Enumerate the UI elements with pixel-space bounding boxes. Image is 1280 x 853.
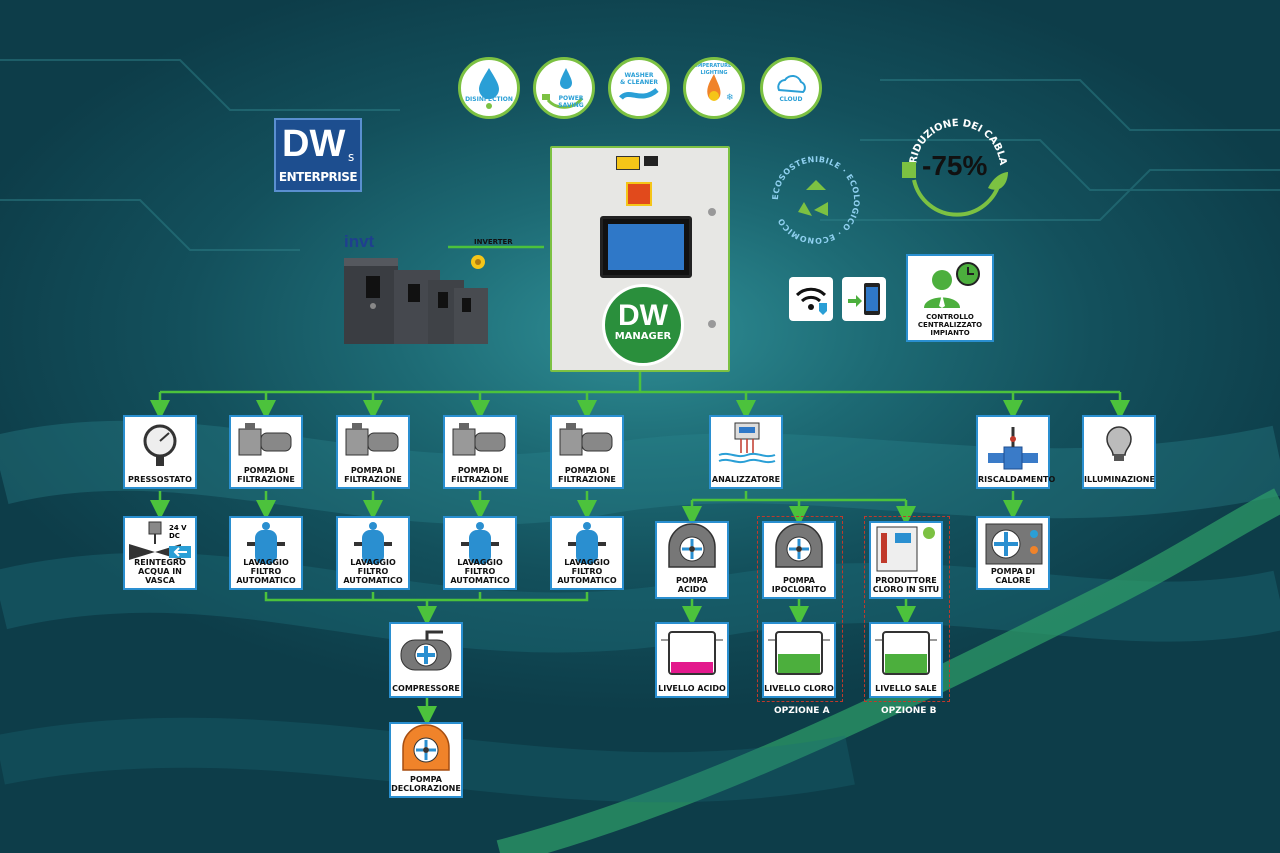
pressostato-card[interactable]: PRESSOSTATO [123,415,197,489]
main-switch[interactable] [626,182,652,206]
sand-filter-icon [247,522,285,564]
inverter-drives [344,258,488,344]
eco-seal: ECOSOSTENIBILE · ECOLOGICO · ECONOMICO [771,155,861,245]
peristaltic-pump-icon [668,523,716,568]
compressore-card[interactable]: COMPRESSORE [389,622,463,698]
sunflower-icon [471,255,485,269]
livello-sale-card[interactable]: LIVELLO SALE [869,622,943,698]
riscaldamento-card[interactable]: RISCALDAMENTO [976,415,1055,489]
arrow-right-icon [848,295,862,307]
peristaltic-pump-icon [775,523,823,568]
indicator-light [644,156,658,166]
sand-filter-icon [568,522,606,564]
analyzer-icon [718,422,776,464]
compressor-icon [400,630,452,671]
wifi-icon [795,287,827,315]
bulb-icon [709,91,719,101]
operator-clock-icon [924,262,980,308]
livello-cloro-card[interactable]: LIVELLO CLORO [762,622,836,698]
option-b-label: OPZIONE B [881,706,937,716]
arrow-left-icon [173,547,187,557]
chlorine-generator-icon [876,526,935,572]
plug-icon [542,94,550,100]
pressure-gauge-icon [143,424,177,466]
badge-label: DISINFECTION [465,96,513,103]
phone-tile [842,277,886,321]
water-drop-icon [479,68,499,99]
dws-enterprise-logo: DW s ENTERPRISE [274,118,362,192]
shield-icon [819,303,827,315]
svg-text:❄: ❄ [726,93,734,103]
warning-sticker [616,156,640,170]
salt-tank-icon [875,631,937,675]
option-a-frame [757,516,843,702]
dw-manager-logo: DW MANAGER [602,284,684,366]
sand-filter-icon [461,522,499,564]
illuminazione-card[interactable]: ILLUMINAZIONE [1082,415,1156,489]
smartphone-icon [848,283,880,315]
invt-brand: invt [344,232,375,251]
inverter-label: INVERTER [474,238,513,246]
cloud-icon [777,75,806,94]
filtration-pump-icon [238,423,292,456]
livello-acido-card[interactable]: LIVELLO ACIDO [655,622,729,698]
chlorine-tank-icon [768,631,830,675]
analizzatore-card[interactable]: ANALIZZATORE [709,415,783,489]
touch-screen[interactable] [600,216,692,278]
wifi-tile [789,277,833,321]
plug-icon [902,162,916,178]
water-drop-icon [560,68,572,89]
wiring-value: -75% [922,150,988,181]
inverter-unit [344,258,488,344]
pompa-calore-card[interactable]: POMPA DI CALORE [976,516,1050,590]
filtration-pump-icon [345,423,399,456]
filtration-pump-icon [559,423,613,456]
orange-pump-icon [402,724,450,771]
control-cabinet: DW MANAGER [550,146,730,372]
lightbulb-icon [1106,426,1132,461]
lock-icon [708,320,716,328]
filtration-pump-icon [452,423,506,456]
temperature-lighting-badge: ❄ TEMPERATURE & LIGHTING [683,57,745,119]
sand-filter-icon [354,522,392,564]
solenoid-valve-icon [129,521,191,560]
heat-pump-icon [985,523,1043,565]
heater-pipe-icon [988,427,1038,470]
svg-text:ECOSOSTENIBILE · ECOLOGICO · E: ECOSOSTENIBILE · ECOLOGICO · ECONOMICO [771,155,861,245]
cloud-badge: CLOUD [760,57,822,119]
wiring-reduction-seal: RIDUZIONE DEI CABLAGGI [896,110,1008,217]
disinfection-badge: DISINFECTION [458,57,520,119]
option-a-label: OPZIONE A [774,706,830,716]
recycle-icon [798,180,828,216]
option-b-frame [864,516,950,702]
acid-tank-icon [661,631,723,675]
leaf-icon [988,172,1008,190]
wave-icon [619,87,659,100]
lock-icon [708,208,716,216]
washer-cleaner-badge: WASHER& CLEANER [608,57,670,119]
